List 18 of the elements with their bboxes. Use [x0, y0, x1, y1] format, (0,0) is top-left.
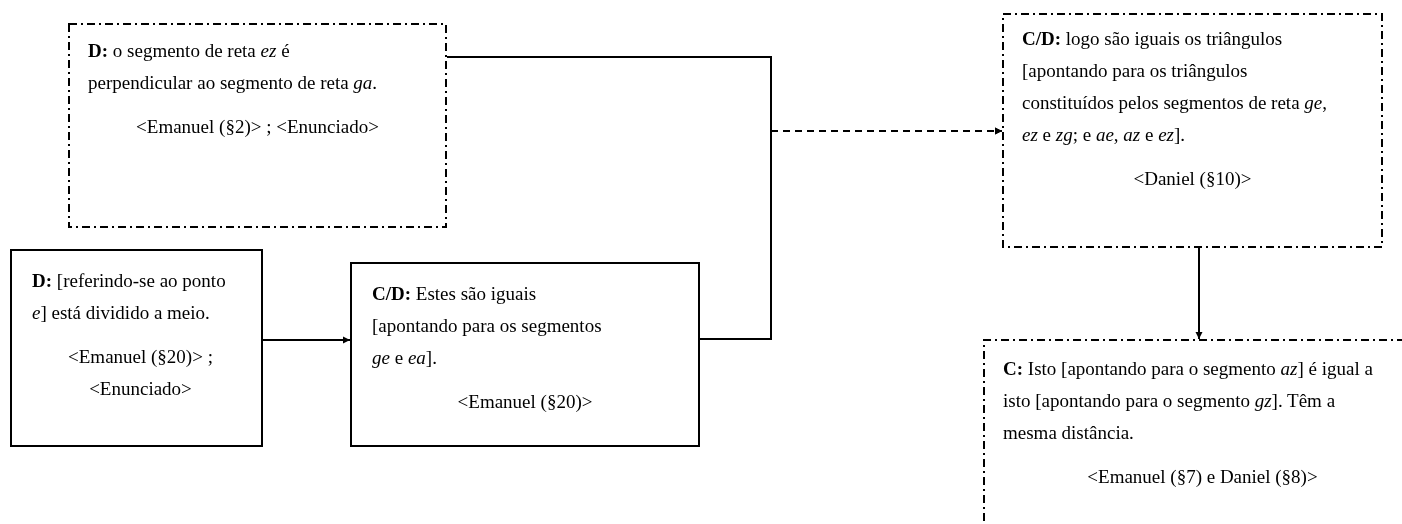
arrow	[1195, 247, 1203, 340]
statement-text: C/D: Estes são iguais [apontando para os segmentos ge e ea].	[372, 282, 603, 370]
statement-box	[1002, 13, 1383, 248]
citation-text: <Emanuel (§2)> ; <Enunciado>	[135, 115, 380, 139]
citation-text: <Daniel (§10)>	[1132, 167, 1253, 191]
statement-box	[350, 262, 700, 447]
citation-text: <Emanuel (§20)> ; <Enunciado>	[67, 345, 214, 401]
statement-box	[68, 23, 447, 228]
statement-text: D: o segmento de reta ez é perpendicular ao segmento de reta ga.	[88, 39, 379, 95]
statement-box	[983, 339, 1402, 524]
arrow	[699, 127, 1003, 340]
arrow	[262, 336, 351, 344]
statement-text: D: [referindo-se ao ponto e] está dividido a meio.	[32, 269, 227, 325]
statement-box	[10, 249, 263, 447]
citation-text: <Emanuel (§7) e Daniel (§8)>	[1086, 465, 1319, 489]
citation-text: <Emanuel (§20)>	[456, 390, 594, 414]
statement-text: C: Isto [apontando para o segmento az] é igual a isto [apontando para o segmento gz]. Têm a mesma distância.	[1003, 357, 1374, 445]
statement-text: C/D: logo são iguais os triângulos [apontando para os triângulos constituídos pelos segmentos de reta ge, ez e zg; e ae, az e ez].	[1022, 27, 1328, 147]
